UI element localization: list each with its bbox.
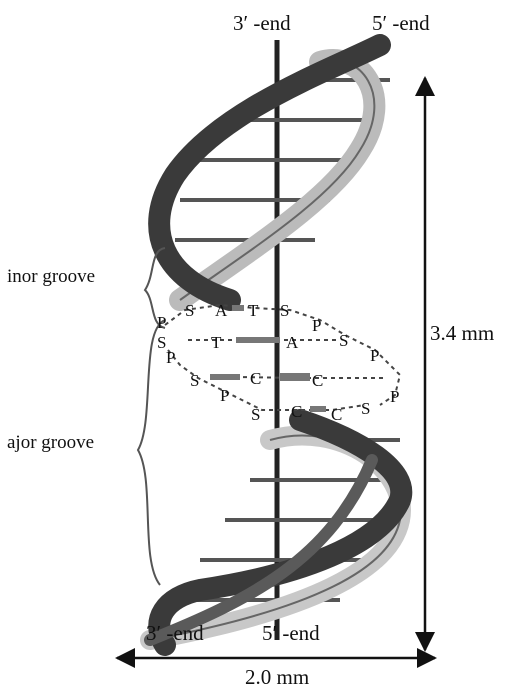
unit-S4: S [157, 333, 166, 352]
label-major-groove: ajor groove [7, 432, 94, 453]
unit-S1: S [185, 301, 194, 320]
unit-P4: P [166, 348, 175, 367]
unit-C4: C [331, 405, 342, 424]
unit-P1: P [312, 316, 321, 335]
label-bottom-5-end: 5′ -end [262, 621, 320, 645]
major-groove-brace [136, 319, 166, 586]
unit-T2: T [211, 333, 222, 352]
label-width-dimension: 2.0 mm [245, 665, 309, 689]
unwound-base-bars [210, 305, 326, 412]
strand-unit-letters: S A T S P S P P S T A P S C C P S C C S … [157, 301, 399, 424]
label-top-3-end: 3′ -end [233, 11, 291, 35]
unit-A1: A [215, 301, 228, 320]
unwound-backbone-dashes [164, 303, 402, 411]
unit-P2: P [370, 346, 379, 365]
backbone-ribbon-dark-upper [148, 34, 391, 311]
unit-S6: S [251, 405, 260, 424]
label-minor-groove: inor groove [7, 266, 95, 287]
unit-A2: A [286, 333, 299, 352]
label-height-dimension: 3.4 mm [430, 321, 494, 345]
unit-C2: C [312, 371, 323, 390]
backbone-ribbon-dark-lower-tail [144, 454, 378, 646]
unit-C1: C [250, 369, 261, 388]
unit-P5: P [220, 386, 229, 405]
unit-P3: P [157, 313, 166, 332]
backbone-ribbon-light-upper-edge [179, 59, 376, 301]
unit-T1: T [248, 301, 259, 320]
label-bottom-3-end: 3′ -end [146, 621, 204, 645]
unit-S7: S [361, 399, 370, 418]
minor-groove-brace [143, 247, 166, 329]
unit-C3: C [291, 402, 302, 421]
label-top-5-end: 5′ -end [372, 11, 430, 35]
unit-P6: P [390, 387, 399, 406]
unit-S3: S [339, 331, 348, 350]
unit-S5: S [190, 371, 199, 390]
unit-S2: S [280, 301, 289, 320]
